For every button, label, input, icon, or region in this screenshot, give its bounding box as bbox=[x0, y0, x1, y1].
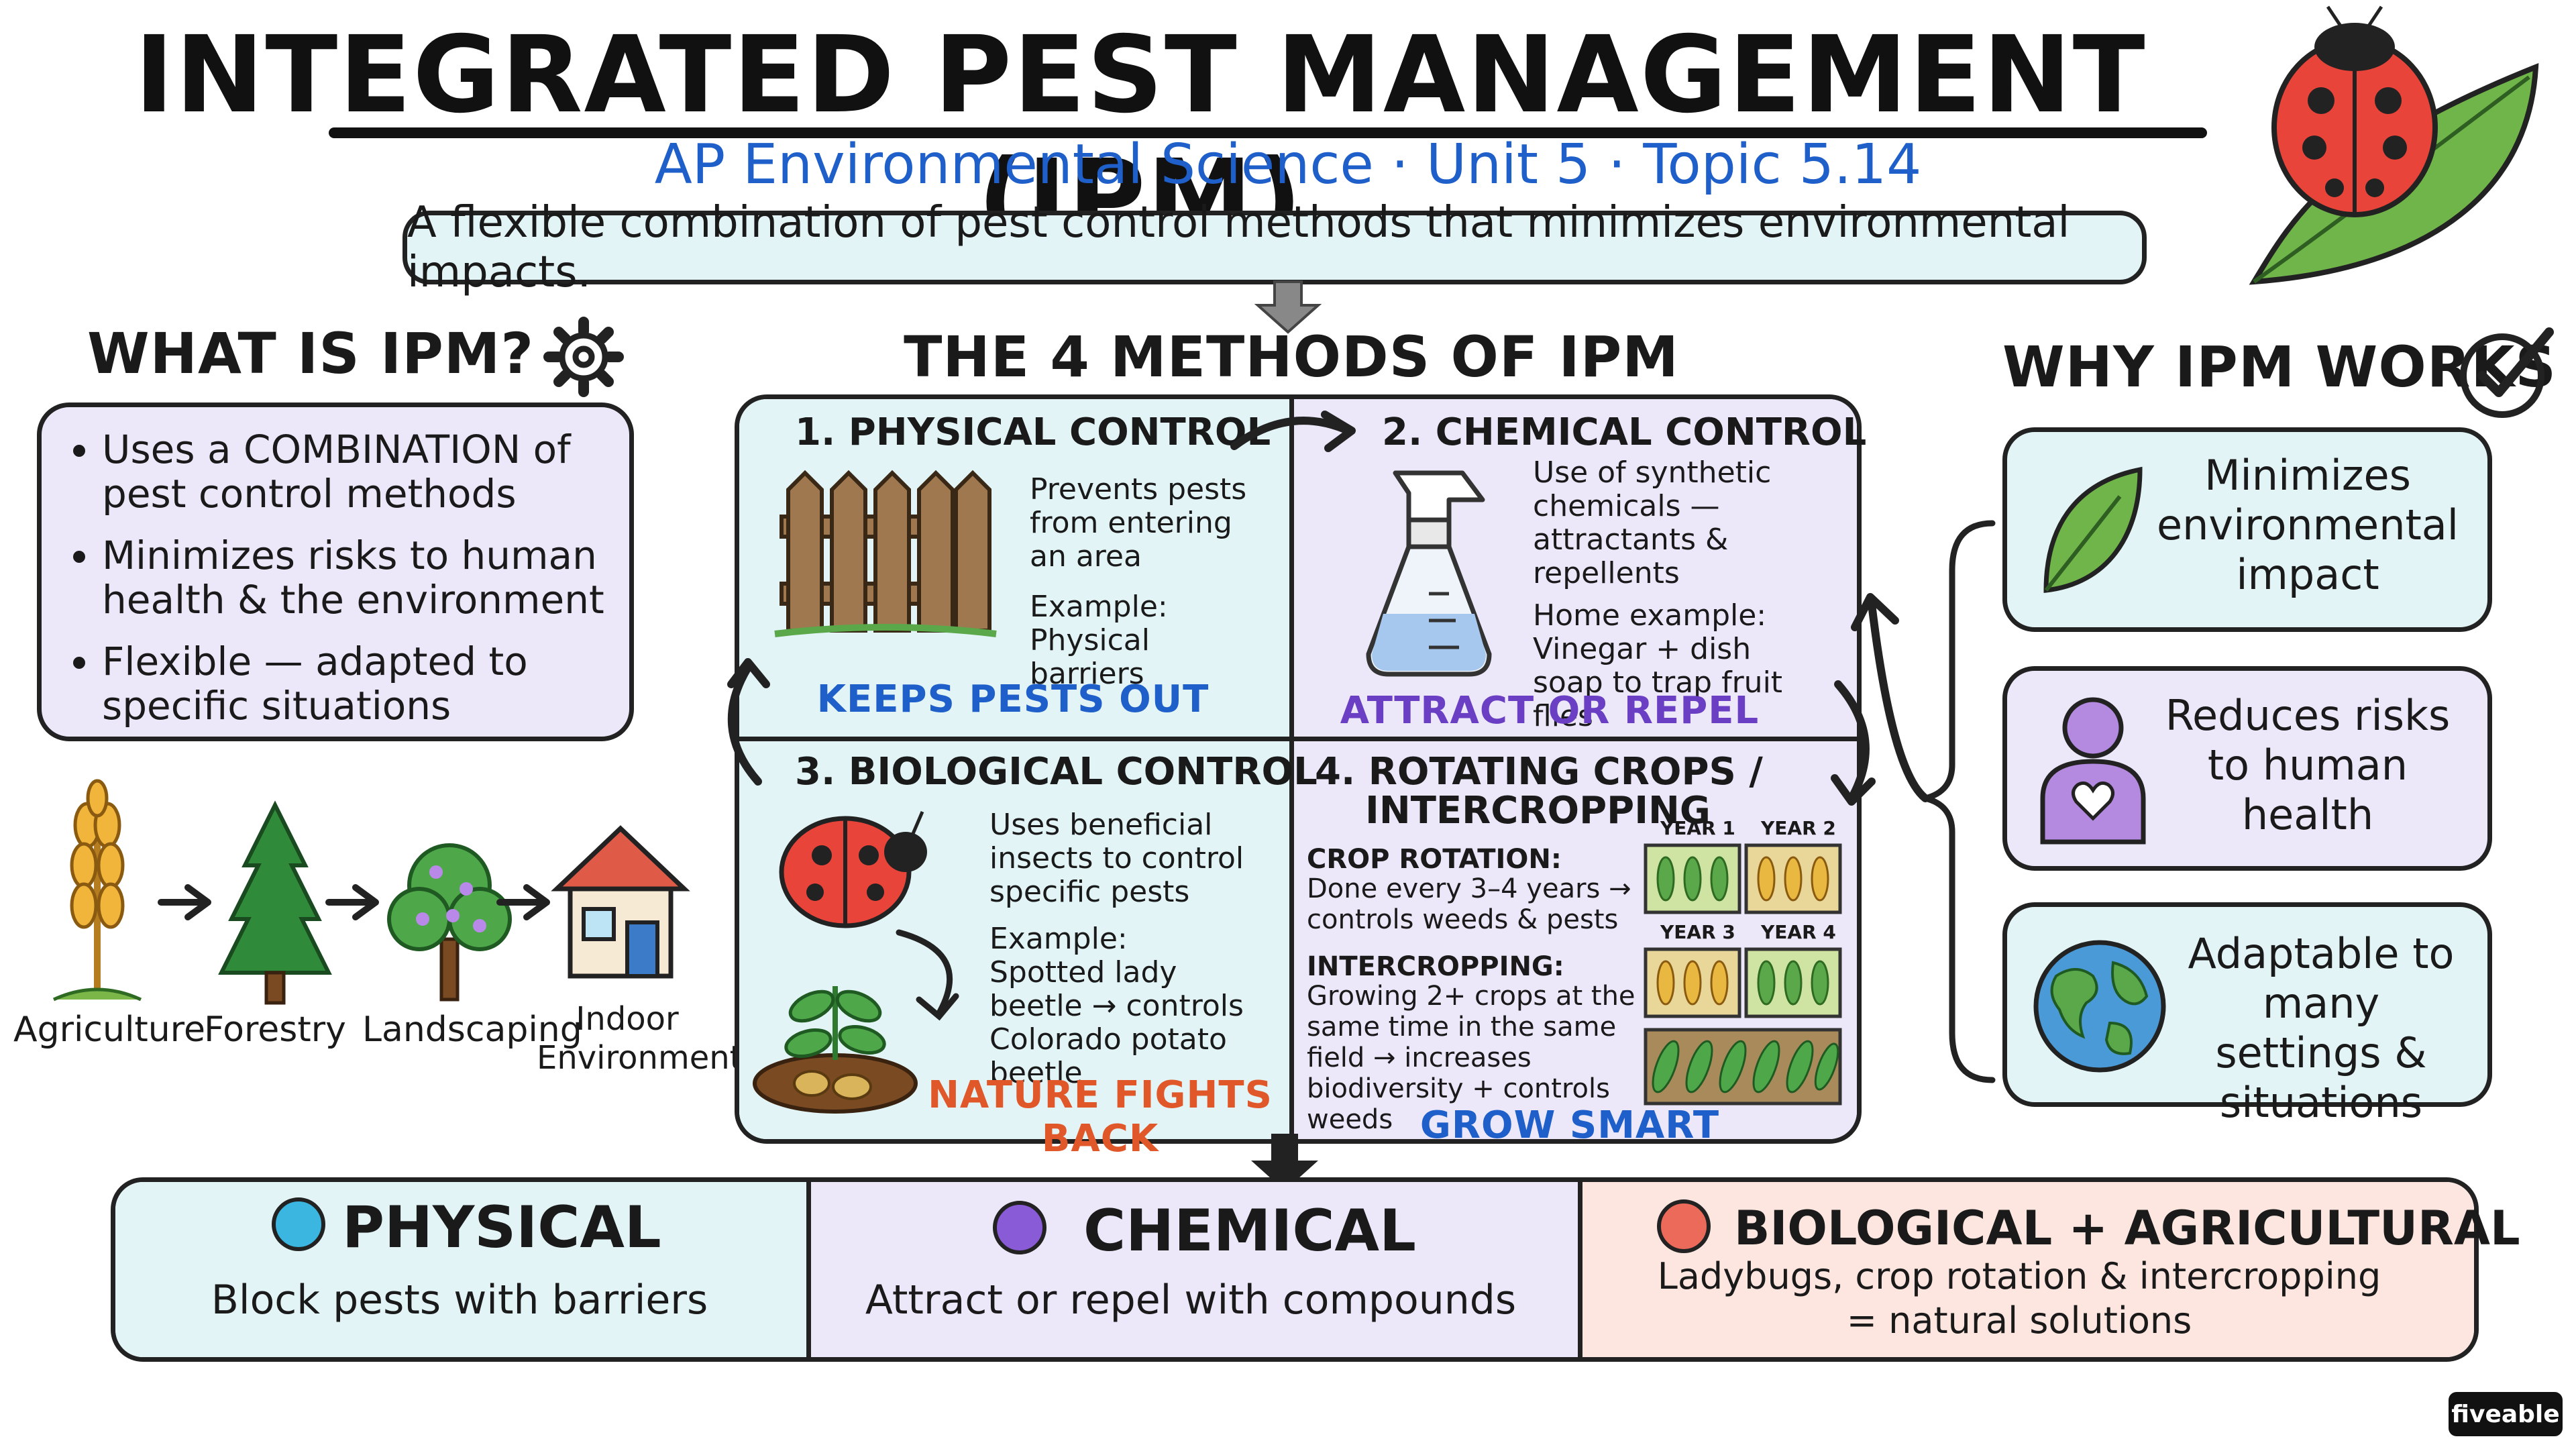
gear-icon bbox=[543, 317, 624, 397]
crop-rotation-label: CROP ROTATION: bbox=[1307, 844, 1562, 875]
chemical-title: 2. CHEMICAL CONTROL bbox=[1382, 411, 1867, 454]
page-title: INTEGRATED PEST MANAGEMENT (IPM) bbox=[134, 13, 2147, 260]
intercropping-text: Growing 2+ crops at the same time in the… bbox=[1307, 981, 1635, 1135]
arrow-right-icon bbox=[158, 884, 211, 920]
summary-chemical-title: CHEMICAL bbox=[1083, 1197, 1416, 1265]
page-subtitle: AP Environmental Science · Unit 5 · Topi… bbox=[654, 133, 1922, 197]
crop-rotation-text: Done every 3–4 years → controls weeds & … bbox=[1307, 873, 1631, 935]
summary-physical-title: PHYSICAL bbox=[342, 1194, 661, 1261]
cycle-arrow-icon bbox=[727, 658, 770, 786]
summary-biological-text: Ladybugs, crop rotation & intercropping … bbox=[1657, 1255, 2381, 1342]
checkmark-icon bbox=[2460, 327, 2554, 418]
arrow-down-icon bbox=[1251, 1134, 1318, 1191]
brand-badge: fiveable bbox=[2449, 1392, 2563, 1436]
what-is-bullet: Uses a COMBINATION of pest control metho… bbox=[102, 427, 616, 516]
chemical-tag: ATTRACT OR REPEL bbox=[1340, 689, 1760, 733]
cycle-arrow-icon bbox=[1230, 411, 1356, 452]
physical-tag: KEEPS PESTS OUT bbox=[816, 678, 1210, 721]
curved-arrow-icon bbox=[896, 929, 959, 1021]
fence-icon bbox=[774, 470, 997, 637]
why-text-adaptable: Adaptable to many settings & situations bbox=[2188, 929, 2455, 1127]
biological-example: Example: Spotted lady beetle → controls … bbox=[989, 922, 1244, 1090]
wheat-icon bbox=[52, 779, 142, 1002]
summary-biological-dot bbox=[1657, 1199, 1711, 1253]
setting-label-forestry: Forestry bbox=[204, 1010, 346, 1050]
intercrop-field-icon bbox=[1644, 1028, 1842, 1106]
ladybug-leaf-icon bbox=[2249, 5, 2539, 285]
summary-divider bbox=[806, 1182, 811, 1357]
setting-label-landscaping: Landscaping bbox=[362, 1010, 582, 1050]
summary-chemical-bg bbox=[806, 1182, 1578, 1357]
rotating-title-line1: 4. ROTATING CROPS / bbox=[1315, 750, 1763, 794]
biological-title: 3. BIOLOGICAL CONTROL bbox=[795, 750, 1318, 794]
quadrant-chemical-bg bbox=[1293, 399, 1857, 740]
ladybug-icon bbox=[779, 811, 927, 928]
why-text-environment: Minimizes environmental impact bbox=[2156, 451, 2459, 599]
physical-title: 1. PHYSICAL CONTROL bbox=[795, 411, 1271, 454]
year-label: YEAR 2 bbox=[1761, 817, 1836, 839]
chemical-example: Home example: Vinegar + dish soap to tra… bbox=[1533, 598, 1783, 733]
summary-chemical-text: Attract or repel with compounds bbox=[865, 1277, 1517, 1324]
arrow-right-icon bbox=[325, 884, 379, 920]
summary-biological-title: BIOLOGICAL + AGRICULTURAL bbox=[1734, 1201, 2520, 1256]
setting-label-indoor: Indoor Environments bbox=[537, 1000, 759, 1077]
summary-physical-bg bbox=[115, 1182, 806, 1357]
methods-heading: THE 4 METHODS OF IPM bbox=[904, 324, 1679, 390]
what-is-bullet: Flexible — adapted to specific situation… bbox=[102, 639, 616, 728]
year-label: YEAR 3 bbox=[1660, 921, 1735, 943]
year-label: YEAR 1 bbox=[1660, 817, 1735, 839]
what-is-list: Uses a COMBINATION of pest control metho… bbox=[42, 427, 616, 728]
arrow-down-icon bbox=[1254, 280, 1322, 334]
title-underline bbox=[329, 127, 2207, 138]
intercropping-label: INTERCROPPING: bbox=[1307, 951, 1564, 982]
spray-bottle-icon bbox=[1366, 470, 1492, 677]
person-heart-icon bbox=[2040, 697, 2146, 845]
summary-chemical-dot bbox=[993, 1201, 1046, 1254]
grid-divider-vertical bbox=[1289, 399, 1294, 1139]
year-label: YEAR 4 bbox=[1761, 921, 1836, 943]
rotating-tag: GROW SMART bbox=[1419, 1104, 1720, 1147]
what-is-card: Uses a COMBINATION of pest control metho… bbox=[37, 402, 634, 741]
why-text-health: Reduces risks to human health bbox=[2165, 691, 2451, 839]
chemical-description: Use of synthetic chemicals — attractants… bbox=[1533, 455, 1772, 590]
summary-biological-bg bbox=[1578, 1182, 2474, 1357]
grid-divider-horizontal bbox=[739, 737, 1857, 741]
pine-tree-icon bbox=[218, 800, 332, 1005]
what-is-heading: WHAT IS IPM? bbox=[87, 321, 535, 386]
what-is-bullet: Minimizes risks to human health & the en… bbox=[102, 533, 616, 622]
globe-icon bbox=[2033, 940, 2166, 1073]
summary-bar bbox=[111, 1177, 2479, 1362]
house-icon bbox=[551, 825, 690, 979]
biological-tag: NATURE FIGHTS BACK bbox=[928, 1073, 1273, 1161]
summary-physical-dot bbox=[272, 1197, 325, 1251]
physical-description: Prevents pests from entering an area bbox=[1030, 472, 1247, 574]
tagline-text: A flexible combination of pest control m… bbox=[407, 198, 2070, 297]
summary-physical-text: Block pests with barriers bbox=[211, 1277, 708, 1324]
physical-example: Example: Physical barriers bbox=[1030, 590, 1168, 691]
crop-plot-icon bbox=[1644, 843, 1842, 1018]
brace-connector-icon bbox=[1851, 520, 1996, 1083]
leaf-icon bbox=[2043, 466, 2143, 593]
summary-divider bbox=[1578, 1182, 1582, 1357]
shrub-icon bbox=[387, 843, 512, 1002]
arrow-right-icon bbox=[496, 884, 550, 920]
rotating-title-line2: INTERCROPPING bbox=[1365, 789, 1711, 833]
cycle-arrow-icon bbox=[1831, 680, 1876, 806]
biological-description: Uses beneficial insects to control speci… bbox=[989, 808, 1244, 909]
tagline-box: A flexible combination of pest control m… bbox=[402, 198, 2147, 297]
potato-plant-icon bbox=[753, 986, 918, 1114]
setting-label-agriculture: Agriculture bbox=[13, 1010, 205, 1050]
